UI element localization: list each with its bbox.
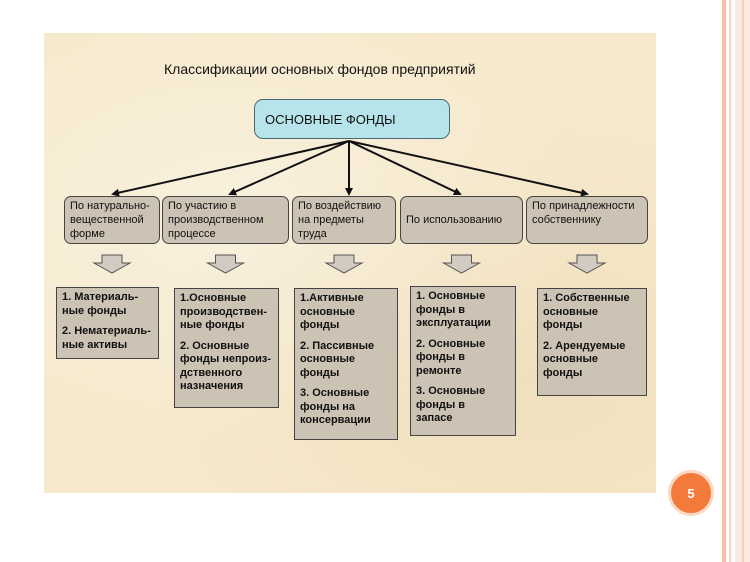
category-label-line: вещественной: [70, 214, 144, 226]
detail-item-line: фонды: [543, 366, 583, 379]
diagram-title: Классификации основных фондов предприяти…: [164, 61, 476, 77]
category-label: По натурально-вещественной форме: [70, 199, 154, 241]
detail-box-1: 1. Материаль-ные фонды 2. Нематериаль-ные…: [56, 287, 159, 359]
detail-item-line: фонды непроиз-: [180, 353, 272, 365]
category-label: По воздействию на предметы труда: [298, 199, 390, 241]
root-node: ОСНОВНЫЕ ФОНДЫ: [254, 99, 450, 139]
detail-item-line: назначения: [180, 380, 244, 392]
slide-canvas: Классификации основных фондов предприяти…: [44, 33, 656, 493]
connector-arrow-2: [228, 140, 350, 196]
connector-arrow-4: [348, 140, 462, 196]
category-label-line: собственнику: [532, 214, 602, 226]
connector-arrow-5: [348, 140, 589, 197]
down-arrow-icon: [441, 254, 482, 274]
detail-item-line: фонды в: [416, 351, 466, 363]
category-node-5: По принадлежности собственнику: [526, 196, 648, 244]
category-node-2: По участию в производственном процессе: [162, 196, 289, 244]
category-node-4: По использованию: [400, 196, 523, 244]
category-label-line: процессе: [168, 228, 216, 240]
category-label-line: на предметы: [298, 214, 364, 226]
page-number-badge: 5: [668, 470, 714, 516]
detail-item-line: 2. Арендуемые: [543, 339, 626, 352]
detail-item-line: 1.Активные: [300, 292, 364, 304]
detail-item-line: фонды в: [416, 398, 466, 411]
root-node-label: ОСНОВНЫЕ ФОНДЫ: [265, 111, 396, 127]
category-label-line: По участию в: [168, 200, 237, 212]
detail-item-line: основные: [543, 353, 598, 365]
decor-stripe: [742, 0, 744, 562]
down-arrow-icon: [92, 254, 132, 274]
detail-item-line: основные: [300, 305, 355, 318]
category-label: По использованию: [406, 213, 502, 227]
detail-item-line: запасе: [416, 412, 453, 424]
category-label-line: По воздействию: [298, 200, 382, 212]
detail-item: 2. Нематериаль-ные активы: [62, 325, 153, 352]
detail-item-line: консервации: [300, 414, 371, 426]
detail-item-line: ные фонды: [62, 304, 127, 317]
detail-item: 1. Материаль-ные фонды: [62, 291, 153, 318]
detail-item-line: фонды: [300, 319, 340, 331]
detail-item-line: 2. Нематериаль-: [62, 325, 151, 337]
category-label-line: труда: [298, 228, 327, 240]
connectors-layer: [92, 140, 607, 274]
detail-item-line: 3. Основные: [300, 387, 370, 399]
detail-item-line: ные фонды: [180, 319, 245, 331]
detail-item-line: основные: [543, 305, 598, 318]
detail-item-line: 2. Основные: [416, 337, 486, 350]
detail-item-line: 3. Основные: [416, 385, 486, 397]
detail-item-line: ные активы: [62, 338, 128, 351]
detail-item-line: дственного: [180, 366, 243, 379]
category-label: По принадлежности собственнику: [532, 199, 642, 227]
detail-item-line: 1.Основные: [180, 292, 247, 304]
connector-arrow-1: [111, 140, 350, 197]
down-arrow-icon: [567, 254, 607, 274]
category-label: По участию в производственном процессе: [168, 199, 283, 241]
detail-item-line: ремонте: [416, 364, 462, 377]
category-label-line: форме: [70, 228, 105, 240]
page-number: 5: [687, 485, 695, 501]
detail-item-line: производствен-: [180, 305, 267, 318]
detail-item-line: фонды в: [416, 303, 466, 316]
down-arrow-icon: [324, 254, 364, 274]
detail-item-line: 2. Пассивные: [300, 339, 375, 352]
detail-item-line: 1. Основные: [416, 290, 486, 302]
detail-item-line: эксплуатации: [416, 317, 491, 329]
detail-item-line: основные: [300, 353, 355, 365]
category-label-line: По натурально-: [70, 200, 150, 212]
detail-item-line: 1. Собственные: [543, 292, 630, 304]
down-arrow-icon: [205, 254, 246, 274]
detail-item-line: фонды на: [300, 400, 356, 413]
decor-stripe: [722, 0, 726, 562]
detail-item-line: 1. Материаль-: [62, 291, 139, 303]
detail-item-line: 2. Основные: [180, 339, 250, 352]
category-node-1: По натурально-вещественной форме: [64, 196, 160, 244]
detail-item-line: фонды: [543, 319, 583, 331]
category-label-line: По принадлежности: [532, 200, 635, 212]
detail-item-line: фонды: [300, 366, 340, 379]
category-node-3: По воздействию на предметы труда: [292, 196, 396, 244]
category-label-line: производственном: [168, 214, 264, 226]
category-label-line: По использованию: [406, 214, 503, 226]
decor-stripe: [729, 0, 731, 562]
